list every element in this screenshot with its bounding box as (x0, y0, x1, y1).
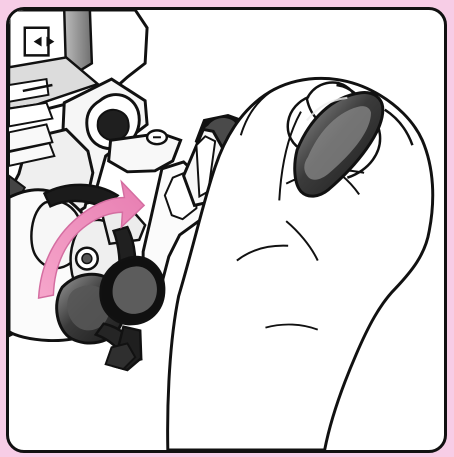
crank-illustration (9, 10, 444, 450)
illustration-frame (6, 7, 447, 453)
